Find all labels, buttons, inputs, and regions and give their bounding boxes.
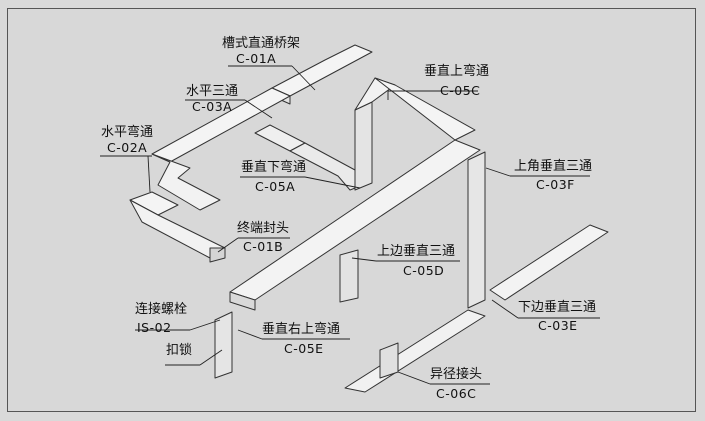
straight-tray-top (271, 44, 373, 97)
label-c05a-code: C-05A (255, 179, 296, 194)
leader-c05e-pointer (237, 329, 263, 340)
label-c01a: 槽式直通桥架 C-01A (222, 36, 300, 66)
label-c05d-name: 上边垂直三通 (377, 244, 456, 259)
leader-c01b-pointer (217, 237, 239, 253)
label-c03e-name: 下边垂直三通 (518, 300, 597, 315)
leader-c03a-pointer (244, 99, 273, 119)
label-c01b-name: 终端封头 (237, 221, 290, 236)
label-c03f-code: C-03F (536, 177, 575, 192)
label-c03f-name: 上角垂直三通 (514, 159, 593, 174)
label-c03e: 下边垂直三通 C-03E (518, 300, 596, 333)
vertical-tee-drop (339, 249, 359, 303)
label-c06c: 异径接头 C-06C (430, 367, 482, 401)
label-c05a-name: 垂直下弯通 (241, 160, 307, 175)
leader-c01a-pointer (291, 65, 316, 91)
leader-c05d-pointer (351, 257, 377, 262)
label-c05e-code: C-05E (284, 341, 324, 356)
label-c02a-name: 水平弯通 (101, 125, 154, 140)
end-cap (209, 247, 226, 263)
leader-c03e-pointer (491, 299, 519, 319)
lower-tee-run (489, 224, 609, 301)
label-c01a-name: 槽式直通桥架 (222, 36, 301, 51)
label-c05c: 垂直上弯通 C-05C (424, 64, 489, 98)
leader-c06c-pointer (397, 371, 431, 385)
label-c05d-code: C-05D (403, 263, 445, 278)
vertical-right-up-elbow (214, 311, 233, 379)
label-c03a: 水平三通 C-03A (186, 84, 238, 114)
label-lock-name: 扣锁 (166, 343, 193, 358)
main-diagonal-side (229, 291, 256, 311)
label-c05c-code: C-05C (440, 83, 481, 98)
leader-c05a-pointer (304, 176, 361, 189)
label-c05e-name: 垂直右上弯通 (262, 322, 341, 337)
label-c03a-code: C-03A (192, 99, 233, 114)
leader-c02a-pointer (147, 155, 151, 193)
leader-is02-pointer (189, 319, 221, 331)
corner-vertical-tee-riser (467, 151, 486, 309)
label-c01a-code: C-01A (236, 51, 277, 66)
label-c05d: 上边垂直三通 C-05D (377, 244, 455, 278)
horizontal-elbow-top (151, 153, 221, 211)
reducer-block (379, 342, 399, 379)
label-is02: 连接螺栓 IS-02 (135, 302, 187, 335)
label-c03e-code: C-03E (538, 318, 578, 333)
label-c06c-code: C-06C (436, 386, 477, 401)
label-c01b-code: C-01B (243, 239, 284, 254)
label-lock: 扣锁 (166, 343, 192, 358)
label-c05a: 垂直下弯通 C-05A (241, 160, 306, 194)
label-c05e: 垂直右上弯通 C-05E (262, 322, 340, 356)
label-is02-code: IS-02 (137, 320, 172, 335)
label-c02a: 水平弯通 C-02A (101, 125, 153, 155)
label-c03f: 上角垂直三通 C-03F (514, 159, 592, 192)
vertical-riser-left (354, 101, 373, 191)
label-c01b: 终端封头 C-01B (237, 221, 289, 254)
label-is02-name: 连接螺栓 (135, 302, 188, 317)
leader-c03f-pointer (485, 167, 511, 177)
leader-lock-pointer (199, 349, 223, 366)
label-c05c-name: 垂直上弯通 (424, 64, 490, 79)
upper-run-top (374, 77, 476, 141)
label-c02a-code: C-02A (107, 140, 148, 155)
label-c06c-name: 异径接头 (430, 367, 483, 382)
label-c03a-name: 水平三通 (186, 84, 239, 99)
